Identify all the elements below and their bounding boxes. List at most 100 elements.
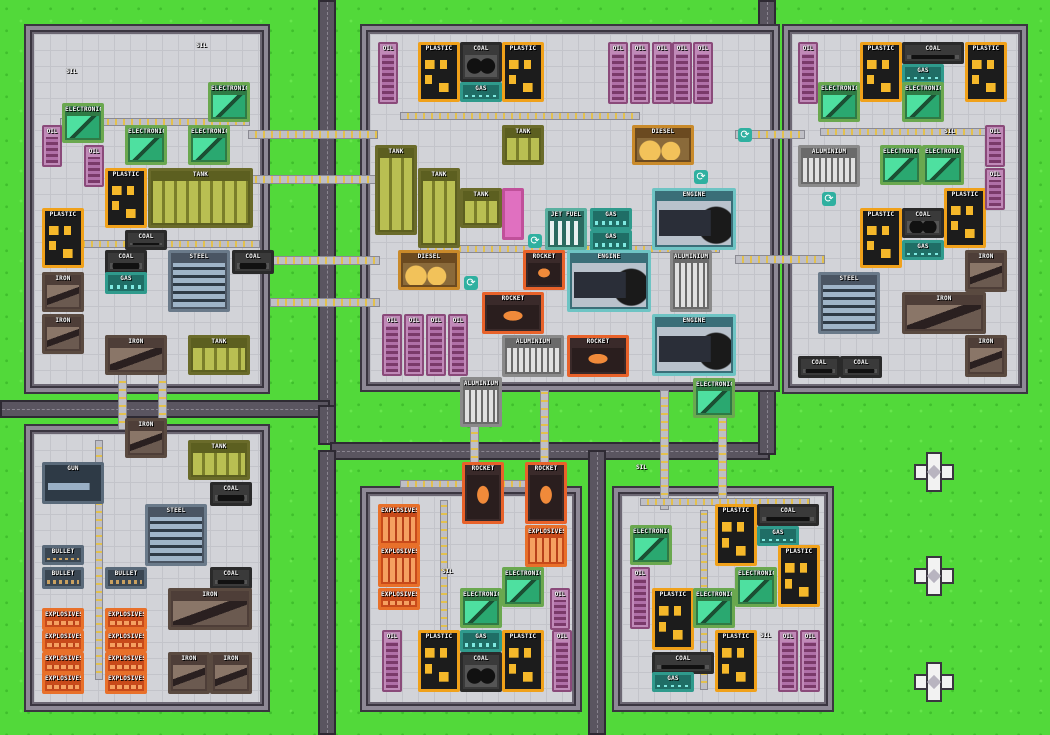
iron-building[interactable]: IRON [965,250,1007,292]
steel-building[interactable]: STEEL [145,504,207,566]
recycle-icon[interactable]: ⟳ [528,234,542,248]
iron-building[interactable]: IRON [210,652,252,694]
gas-building[interactable]: GAS [652,672,694,692]
coal-building[interactable]: COAL [902,208,944,238]
electronic-building[interactable]: ELECTRONIC [460,588,502,628]
tankpink-building[interactable] [502,188,524,240]
recycle-icon[interactable]: ⟳ [738,128,752,142]
recycle-icon[interactable]: ⟳ [694,170,708,184]
electronic-building[interactable]: ELECTRONIC [735,567,777,607]
electronic-building[interactable]: ELECTRONIC [502,567,544,607]
oil-tank[interactable]: OIL [985,125,1005,167]
bullet-building[interactable]: BULLET [42,545,84,565]
electronic-building[interactable]: ELECTRONIC [922,145,964,185]
plastic-building[interactable]: PLASTIC [715,630,757,692]
plastic-building[interactable]: PLASTIC [418,42,460,102]
rocket-building[interactable]: ROCKET [567,335,629,377]
oil-tank[interactable]: OIL [426,314,446,376]
plastic-building[interactable]: PLASTIC [652,588,694,650]
tank-building[interactable]: TANK [148,168,253,228]
explosives-building[interactable]: EXPLOSIVES [378,588,420,610]
oil-tank[interactable]: OIL [630,42,650,104]
coal-building[interactable]: COAL [902,42,964,64]
oil-tank[interactable]: OIL [552,630,572,692]
dpad-control-down[interactable] [914,662,954,702]
gas-building[interactable]: GAS [902,64,944,84]
plastic-building[interactable]: PLASTIC [965,42,1007,102]
recycle-icon[interactable]: ⟳ [464,276,478,290]
plastic-building[interactable]: PLASTIC [944,188,986,248]
electronic-building[interactable]: ELECTRONIC [62,103,104,143]
plastic-building[interactable]: PLASTIC [502,630,544,692]
oil-tank[interactable]: OIL [800,630,820,692]
coal-building[interactable]: COAL [757,504,819,526]
explosives-building[interactable]: EXPLOSIVES [105,608,147,630]
aluminium-building[interactable]: ALUMINIUM [670,250,712,312]
oil-tank[interactable]: OIL [382,630,402,692]
explosives-building[interactable]: EXPLOSIVES [42,630,84,652]
steel-building[interactable]: STEEL [168,250,230,312]
oil-tank[interactable]: OIL [448,314,468,376]
coal-building[interactable]: COAL [105,250,147,274]
electronic-building[interactable]: ELECTRONIC [818,82,860,122]
steel-building[interactable]: STEEL [818,272,880,334]
explosives-building[interactable]: EXPLOSIVES [42,672,84,694]
recycle-icon[interactable]: ⟳ [822,192,836,206]
plastic-building[interactable]: PLASTIC [715,504,757,566]
iron-building[interactable]: IRON [168,652,210,694]
engine-building[interactable]: ENGINE [567,250,651,312]
aluminium-building[interactable]: ALUMINIUM [798,145,860,187]
gas-building[interactable]: GAS [460,82,502,102]
oil-tank[interactable]: OIL [608,42,628,104]
iron-building[interactable]: IRON [42,272,84,312]
iron-building[interactable]: IRON [125,418,167,458]
tank-building[interactable]: TANK [375,145,417,235]
tank-building[interactable]: TANK [460,188,502,228]
oil-tank[interactable]: OIL [550,588,570,630]
explosives-building[interactable]: EXPLOSIVES [105,630,147,652]
rocket-building[interactable]: ROCKET [523,250,565,290]
plastic-building[interactable]: PLASTIC [860,42,902,102]
tank-building[interactable]: TANK [188,440,250,480]
plastic-building[interactable]: PLASTIC [418,630,460,692]
electronic-building[interactable]: ELECTRONIC [208,82,250,122]
electronic-building[interactable]: ELECTRONIC [693,588,735,628]
oil-tank[interactable]: OIL [630,567,650,629]
plastic-building[interactable]: PLASTIC [860,208,902,268]
oil-tank[interactable]: OIL [404,314,424,376]
explosives-building[interactable]: EXPLOSIVES [42,608,84,630]
tank-building[interactable]: TANK [418,168,460,248]
coal-building[interactable]: COAL [652,652,714,674]
oil-tank[interactable]: OIL [382,314,402,376]
diesel-building[interactable]: DIESEL [398,250,460,290]
dpad-control-middle[interactable] [914,556,954,596]
oil-tank[interactable]: OIL [985,168,1005,210]
gas-building[interactable]: GAS [902,240,944,260]
tank-building[interactable]: TANK [502,125,544,165]
bullet-building[interactable]: BULLET [42,567,84,589]
plastic-building[interactable]: PLASTIC [778,545,820,607]
oil-tank[interactable]: OIL [672,42,692,104]
oil-tank[interactable]: OIL [798,42,818,104]
plastic-building[interactable]: PLASTIC [105,168,147,228]
oil-tank[interactable]: OIL [378,42,398,104]
rocket-building[interactable]: ROCKET [482,292,544,334]
coal-building[interactable]: COAL [460,652,502,692]
electronic-building[interactable]: ELECTRONIC [188,125,230,165]
explosives-building[interactable]: EXPLOSIVES [378,504,420,546]
gas-building[interactable]: GAS [757,526,799,546]
electronic-building[interactable]: ELECTRONIC [630,525,672,565]
explosives-building[interactable]: EXPLOSIVES [105,652,147,674]
plastic-building[interactable]: PLASTIC [502,42,544,102]
coal-building[interactable]: COAL [798,356,840,378]
explosives-building[interactable]: EXPLOSIVES [525,525,567,567]
oil-tank[interactable]: OIL [42,125,62,167]
engine-building[interactable]: ENGINE [652,314,736,376]
iron-building[interactable]: IRON [168,588,252,630]
jetfuel-building[interactable]: JET FUEL [545,208,587,250]
coal-building[interactable]: COAL [125,230,167,250]
aluminium-building[interactable]: ALUMINIUM [460,377,502,427]
electronic-building[interactable]: ELECTRONIC [902,82,944,122]
tank-building[interactable]: TANK [188,335,250,375]
diesel-building[interactable]: DIESEL [632,125,694,165]
